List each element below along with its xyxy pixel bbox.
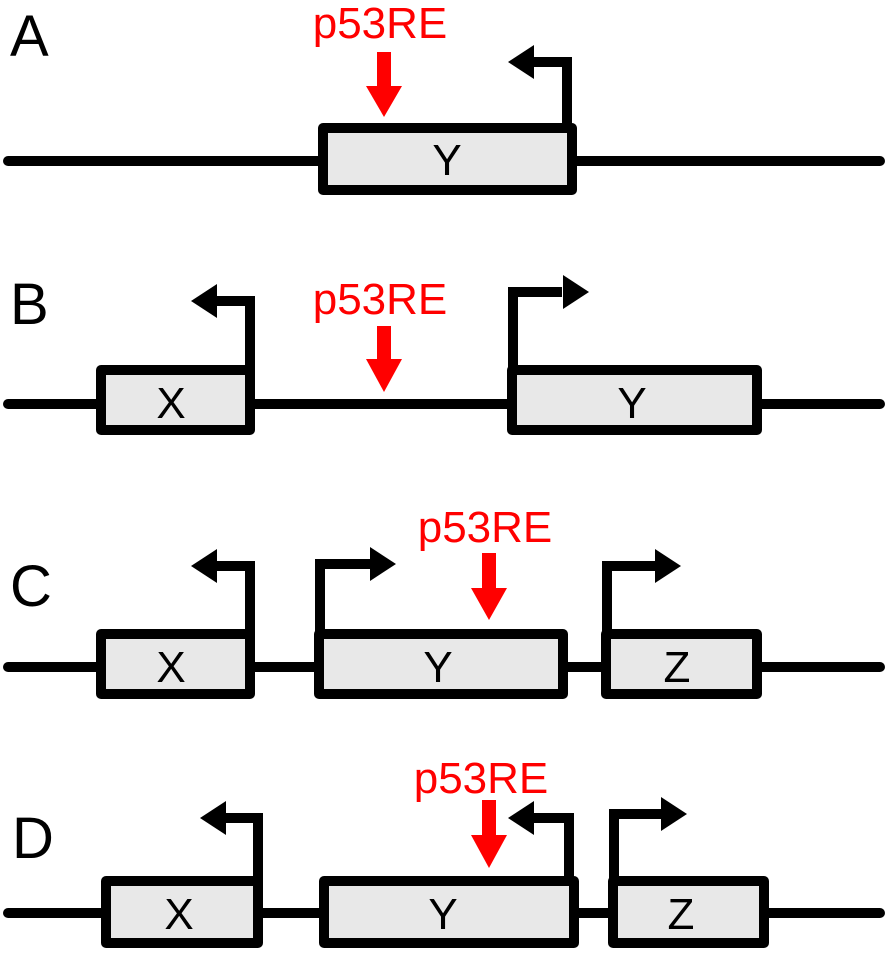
gene-box-z <box>601 629 762 699</box>
p53re-arrow-icon <box>366 52 402 117</box>
gene-label-x: X <box>164 890 193 939</box>
panel-b: B X Y p53RE <box>3 272 885 435</box>
p53re-label: p53RE <box>414 754 549 803</box>
gene-box-x <box>101 876 263 948</box>
p53re-label: p53RE <box>313 0 448 48</box>
gene-box-y <box>507 365 762 435</box>
gene-box-z <box>608 876 769 948</box>
panel-label-a: A <box>10 4 49 69</box>
tss-arrow-left-icon <box>508 45 572 128</box>
p53re-label: p53RE <box>313 275 448 324</box>
p53re-arrow-icon <box>471 800 507 868</box>
tss-arrow-left-icon <box>191 549 255 634</box>
panel-c: C X Y Z p53RE <box>3 503 885 699</box>
gene-box-y <box>319 876 579 948</box>
tss-arrow-left-icon <box>191 284 255 370</box>
panel-a: A Y p53RE <box>3 0 885 195</box>
p53re-arrow-icon <box>471 553 507 620</box>
panel-label-b: B <box>10 272 49 337</box>
gene-label-y: Y <box>432 136 461 185</box>
tss-arrow-left-icon <box>508 801 574 881</box>
gene-label-x: X <box>156 379 185 428</box>
panel-label-d: D <box>12 806 54 871</box>
tss-arrow-right-icon <box>315 547 396 634</box>
panel-d: D X Y Z p53RE <box>3 754 885 948</box>
gene-box-x <box>96 629 255 699</box>
tss-arrow-right-icon <box>609 797 687 881</box>
panel-label-c: C <box>10 554 52 619</box>
gene-box-y <box>318 123 577 195</box>
gene-label-z: Z <box>664 643 691 692</box>
p53re-label: p53RE <box>418 503 553 552</box>
gene-label-y: Y <box>617 379 646 428</box>
gene-label-z: Z <box>668 890 695 939</box>
tss-arrow-left-icon <box>200 801 263 881</box>
gene-label-y: Y <box>423 643 452 692</box>
gene-box-y <box>314 629 568 699</box>
gene-label-x: X <box>156 643 185 692</box>
gene-label-y: Y <box>428 890 457 939</box>
tss-arrow-right-icon <box>602 549 681 634</box>
p53re-arrow-icon <box>366 326 402 392</box>
tss-arrow-right-icon <box>508 275 589 370</box>
gene-box-x <box>96 365 255 435</box>
